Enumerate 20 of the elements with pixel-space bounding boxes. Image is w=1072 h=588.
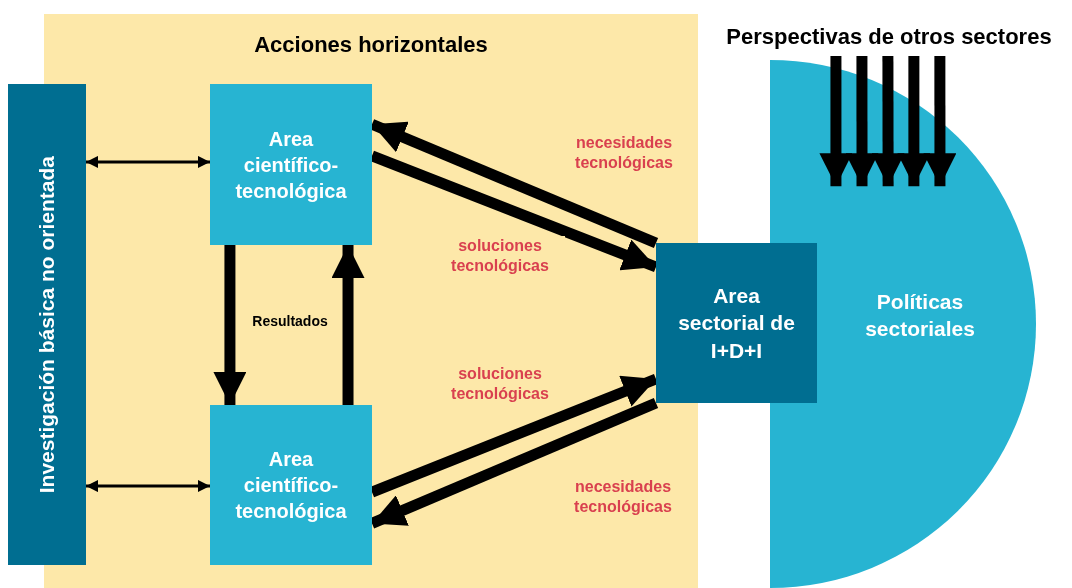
node-label: Políticas sectoriales bbox=[864, 289, 976, 343]
node-label: Investigación básica no orientada bbox=[34, 155, 60, 494]
vertical-bar bbox=[8, 84, 86, 565]
process-box bbox=[656, 243, 817, 403]
arrow bbox=[213, 245, 247, 405]
band-heading: Acciones horizontales bbox=[254, 31, 488, 59]
arrow bbox=[370, 150, 658, 273]
arrow bbox=[369, 373, 659, 498]
node-label: Perspectivas de otros sectores bbox=[726, 23, 1052, 51]
arrow bbox=[86, 155, 210, 168]
process-box bbox=[210, 84, 372, 245]
arrow bbox=[331, 245, 365, 405]
arrow bbox=[369, 119, 659, 249]
node-label: Area científico-tecnológica bbox=[234, 126, 348, 204]
node-label: Area científico-tecnológica bbox=[234, 447, 348, 524]
arrow bbox=[86, 480, 210, 493]
arrow bbox=[923, 56, 957, 187]
arrow bbox=[369, 397, 659, 529]
node-label: Area sectorial de I+D+I bbox=[677, 283, 796, 364]
process-box bbox=[210, 405, 372, 565]
